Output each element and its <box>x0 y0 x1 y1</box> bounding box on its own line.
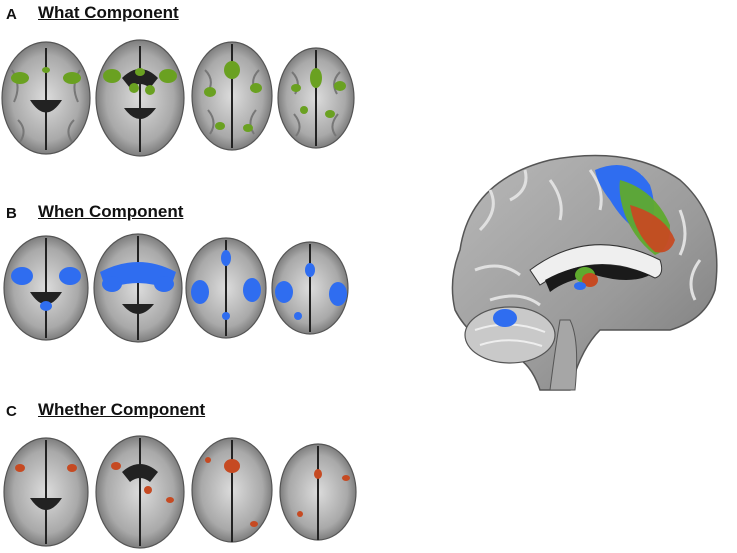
axial-slice-4 <box>277 47 355 149</box>
axial-slice-1 <box>3 235 89 341</box>
axial-slice-2 <box>95 435 185 549</box>
panel-a-title: What Component <box>38 3 179 22</box>
axial-slice-1 <box>1 41 91 155</box>
axial-slice-2 <box>93 233 183 343</box>
axial-slice-1 <box>3 437 89 547</box>
axial-slice-3 <box>185 237 267 339</box>
axial-slice-3 <box>191 41 273 151</box>
axial-slice-3 <box>191 437 273 543</box>
axial-slice-4 <box>279 443 357 541</box>
panel-b-title: When Component <box>38 202 184 221</box>
panel-c-letter: C <box>6 403 17 420</box>
panel-a-axial-slices <box>0 30 370 160</box>
panel-c-title: Whether Component <box>38 400 206 419</box>
sagittal-brain-view <box>430 140 730 405</box>
sagittal-slice <box>451 154 718 391</box>
panel-c-axial-slices <box>0 430 370 552</box>
axial-slices-what <box>1 39 355 157</box>
axial-slices-whether <box>3 435 357 549</box>
sagittal-red-overlay <box>630 205 675 253</box>
axial-slice-4 <box>271 241 349 335</box>
panel-b-letter: B <box>6 205 17 222</box>
panel-b-axial-slices <box>0 232 370 352</box>
axial-slice-2 <box>95 39 185 157</box>
panel-a-letter: A <box>6 6 17 23</box>
axial-slices-when <box>3 233 349 343</box>
